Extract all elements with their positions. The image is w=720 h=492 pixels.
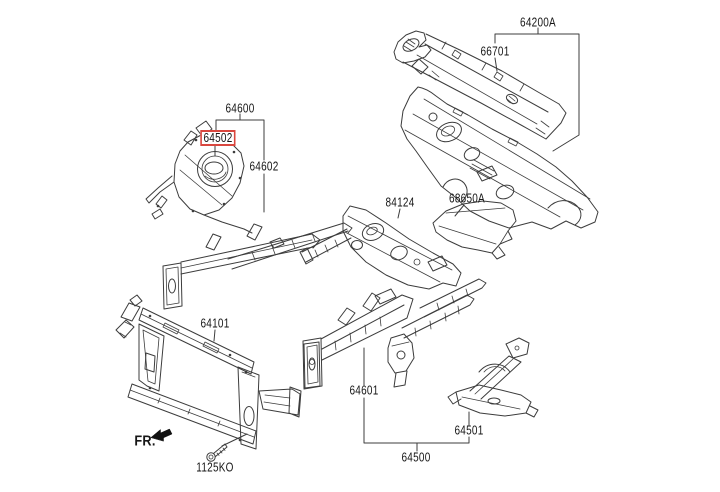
part-label-64500: 64500 <box>401 450 431 465</box>
leader-1125KO <box>221 433 248 447</box>
part-label-84124: 84124 <box>385 195 415 210</box>
part-label-64602: 64602 <box>249 159 279 174</box>
fender-apron-lh-drawing <box>145 120 253 234</box>
leader-66701 <box>494 57 498 72</box>
leader-64101 <box>213 329 216 342</box>
front-direction-label: FR. <box>134 432 156 450</box>
front-direction-arrow-icon <box>150 428 173 442</box>
bracket-64600 <box>215 113 265 213</box>
leader-84124 <box>397 208 401 219</box>
cowl-top-panel-drawing <box>393 30 567 140</box>
bracket-64500 <box>363 347 470 452</box>
dash-insulation-pad-drawing <box>342 205 462 290</box>
bracket-64200A <box>494 27 580 152</box>
part-label-68650A: 68650A <box>449 191 485 206</box>
side-member-front-lh-drawing <box>302 278 487 390</box>
fender-apron-rh-drawing <box>447 337 539 418</box>
part-label-64502-highlighted: 64502 <box>200 130 236 146</box>
part-label-64601: 64601 <box>349 383 379 398</box>
fender-apron-lh-bolt-dots <box>156 138 242 213</box>
radiator-support-drawing <box>115 294 321 450</box>
part-label-64101: 64101 <box>200 316 230 331</box>
bolt-drawing <box>206 443 228 462</box>
part-label-64501: 64501 <box>454 423 484 438</box>
part-label-64600: 64600 <box>225 101 255 116</box>
part-label-66701: 66701 <box>480 44 510 59</box>
radiator-support-bolt-dots <box>148 314 248 442</box>
part-label-1125KO: 1125KO <box>196 460 234 475</box>
leader-68650A <box>454 204 465 217</box>
dash-panel-drawing <box>400 86 599 230</box>
part-label-64200A: 64200A <box>520 15 556 30</box>
heat-protector-drawing <box>432 200 517 260</box>
front-side-member-upper-drawing <box>162 222 353 310</box>
